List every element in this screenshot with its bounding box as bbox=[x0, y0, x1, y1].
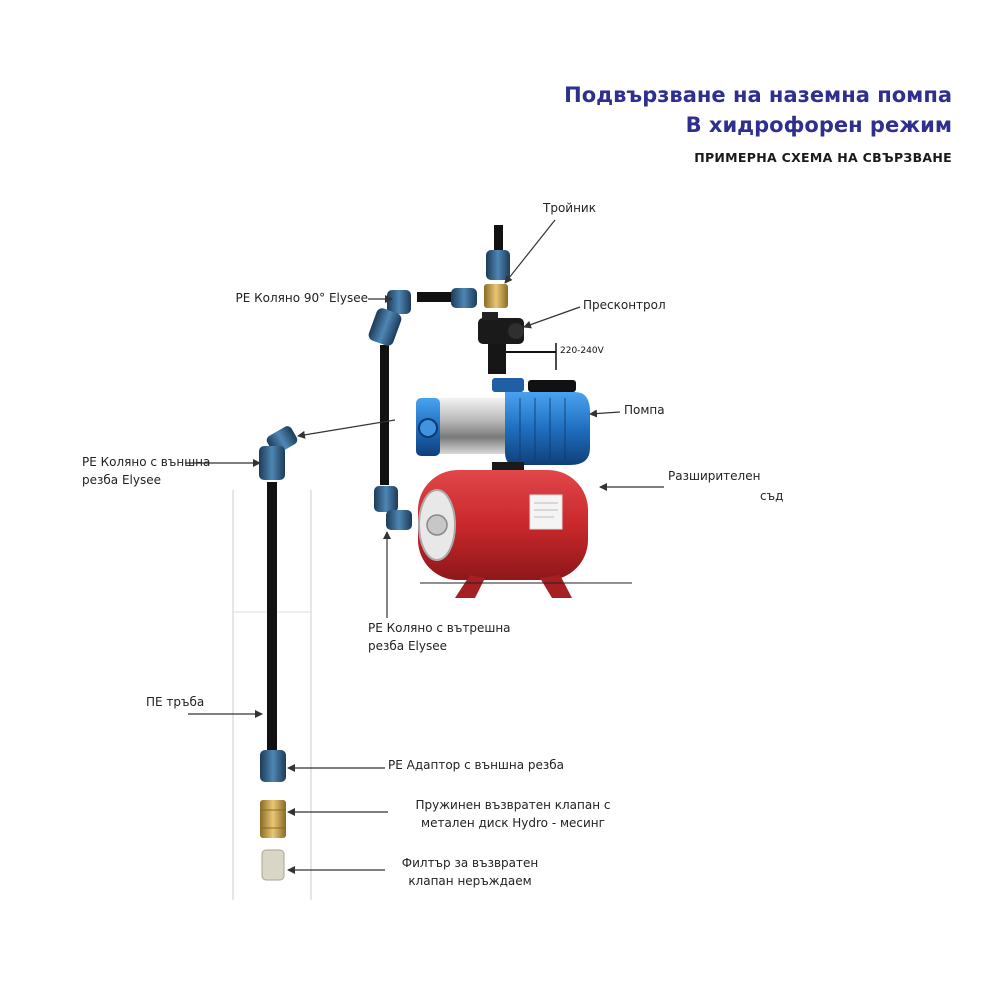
label-voltage: 220-240V bbox=[560, 346, 604, 356]
label-tee: Тройник bbox=[543, 201, 596, 215]
pump bbox=[416, 378, 590, 472]
label-filter-line2: клапан неръждаем bbox=[408, 874, 532, 888]
label-pe-pipe: ПЕ тръба bbox=[146, 695, 205, 709]
label-elbow-external-line2: резба Elysee bbox=[82, 473, 161, 487]
label-check-valve-line2: метален диск Hydro - месинг bbox=[421, 816, 605, 830]
label-elbow-90: PE Коляно 90° Elysee bbox=[235, 291, 368, 305]
title-line-1: Подвързване на наземна помпа bbox=[564, 83, 952, 107]
pressure-control-device bbox=[478, 312, 557, 374]
label-tank-line1: Разширителен bbox=[668, 469, 761, 483]
adapter-fitting bbox=[260, 750, 286, 782]
label-pump: Помпа bbox=[624, 403, 665, 417]
label-elbow-external-line1: PE Коляно с външна bbox=[82, 455, 211, 469]
pe-pipes bbox=[267, 225, 503, 752]
leader-arrows bbox=[185, 219, 664, 874]
title-line-2: В хидрофорен режим bbox=[685, 113, 952, 137]
label-check-valve-line1: Пружинен възвратен клапан с bbox=[415, 798, 611, 812]
check-valve bbox=[260, 800, 286, 838]
elbow-internal-thread-fitting bbox=[374, 486, 412, 530]
expansion-tank bbox=[418, 470, 632, 598]
elbow-external-thread-fitting bbox=[259, 426, 298, 480]
valve-filter bbox=[261, 849, 285, 881]
elbow-90-fitting bbox=[368, 290, 411, 346]
label-filter-line1: Филтър за възвратен bbox=[401, 856, 539, 870]
label-elbow-internal-line2: резба Elysee bbox=[368, 639, 447, 653]
label-tank-line2: съд bbox=[760, 489, 784, 503]
label-elbow-internal-line1: PE Коляно с вътрешна bbox=[368, 621, 511, 635]
subtitle: ПРИМЕРНА СХЕМА НА СВЪРЗВАНЕ bbox=[694, 150, 952, 165]
label-adapter: PE Адаптор с външна резба bbox=[388, 758, 565, 772]
tee-fitting bbox=[451, 250, 510, 308]
label-pressure-control: Пресконтрол bbox=[583, 298, 666, 312]
